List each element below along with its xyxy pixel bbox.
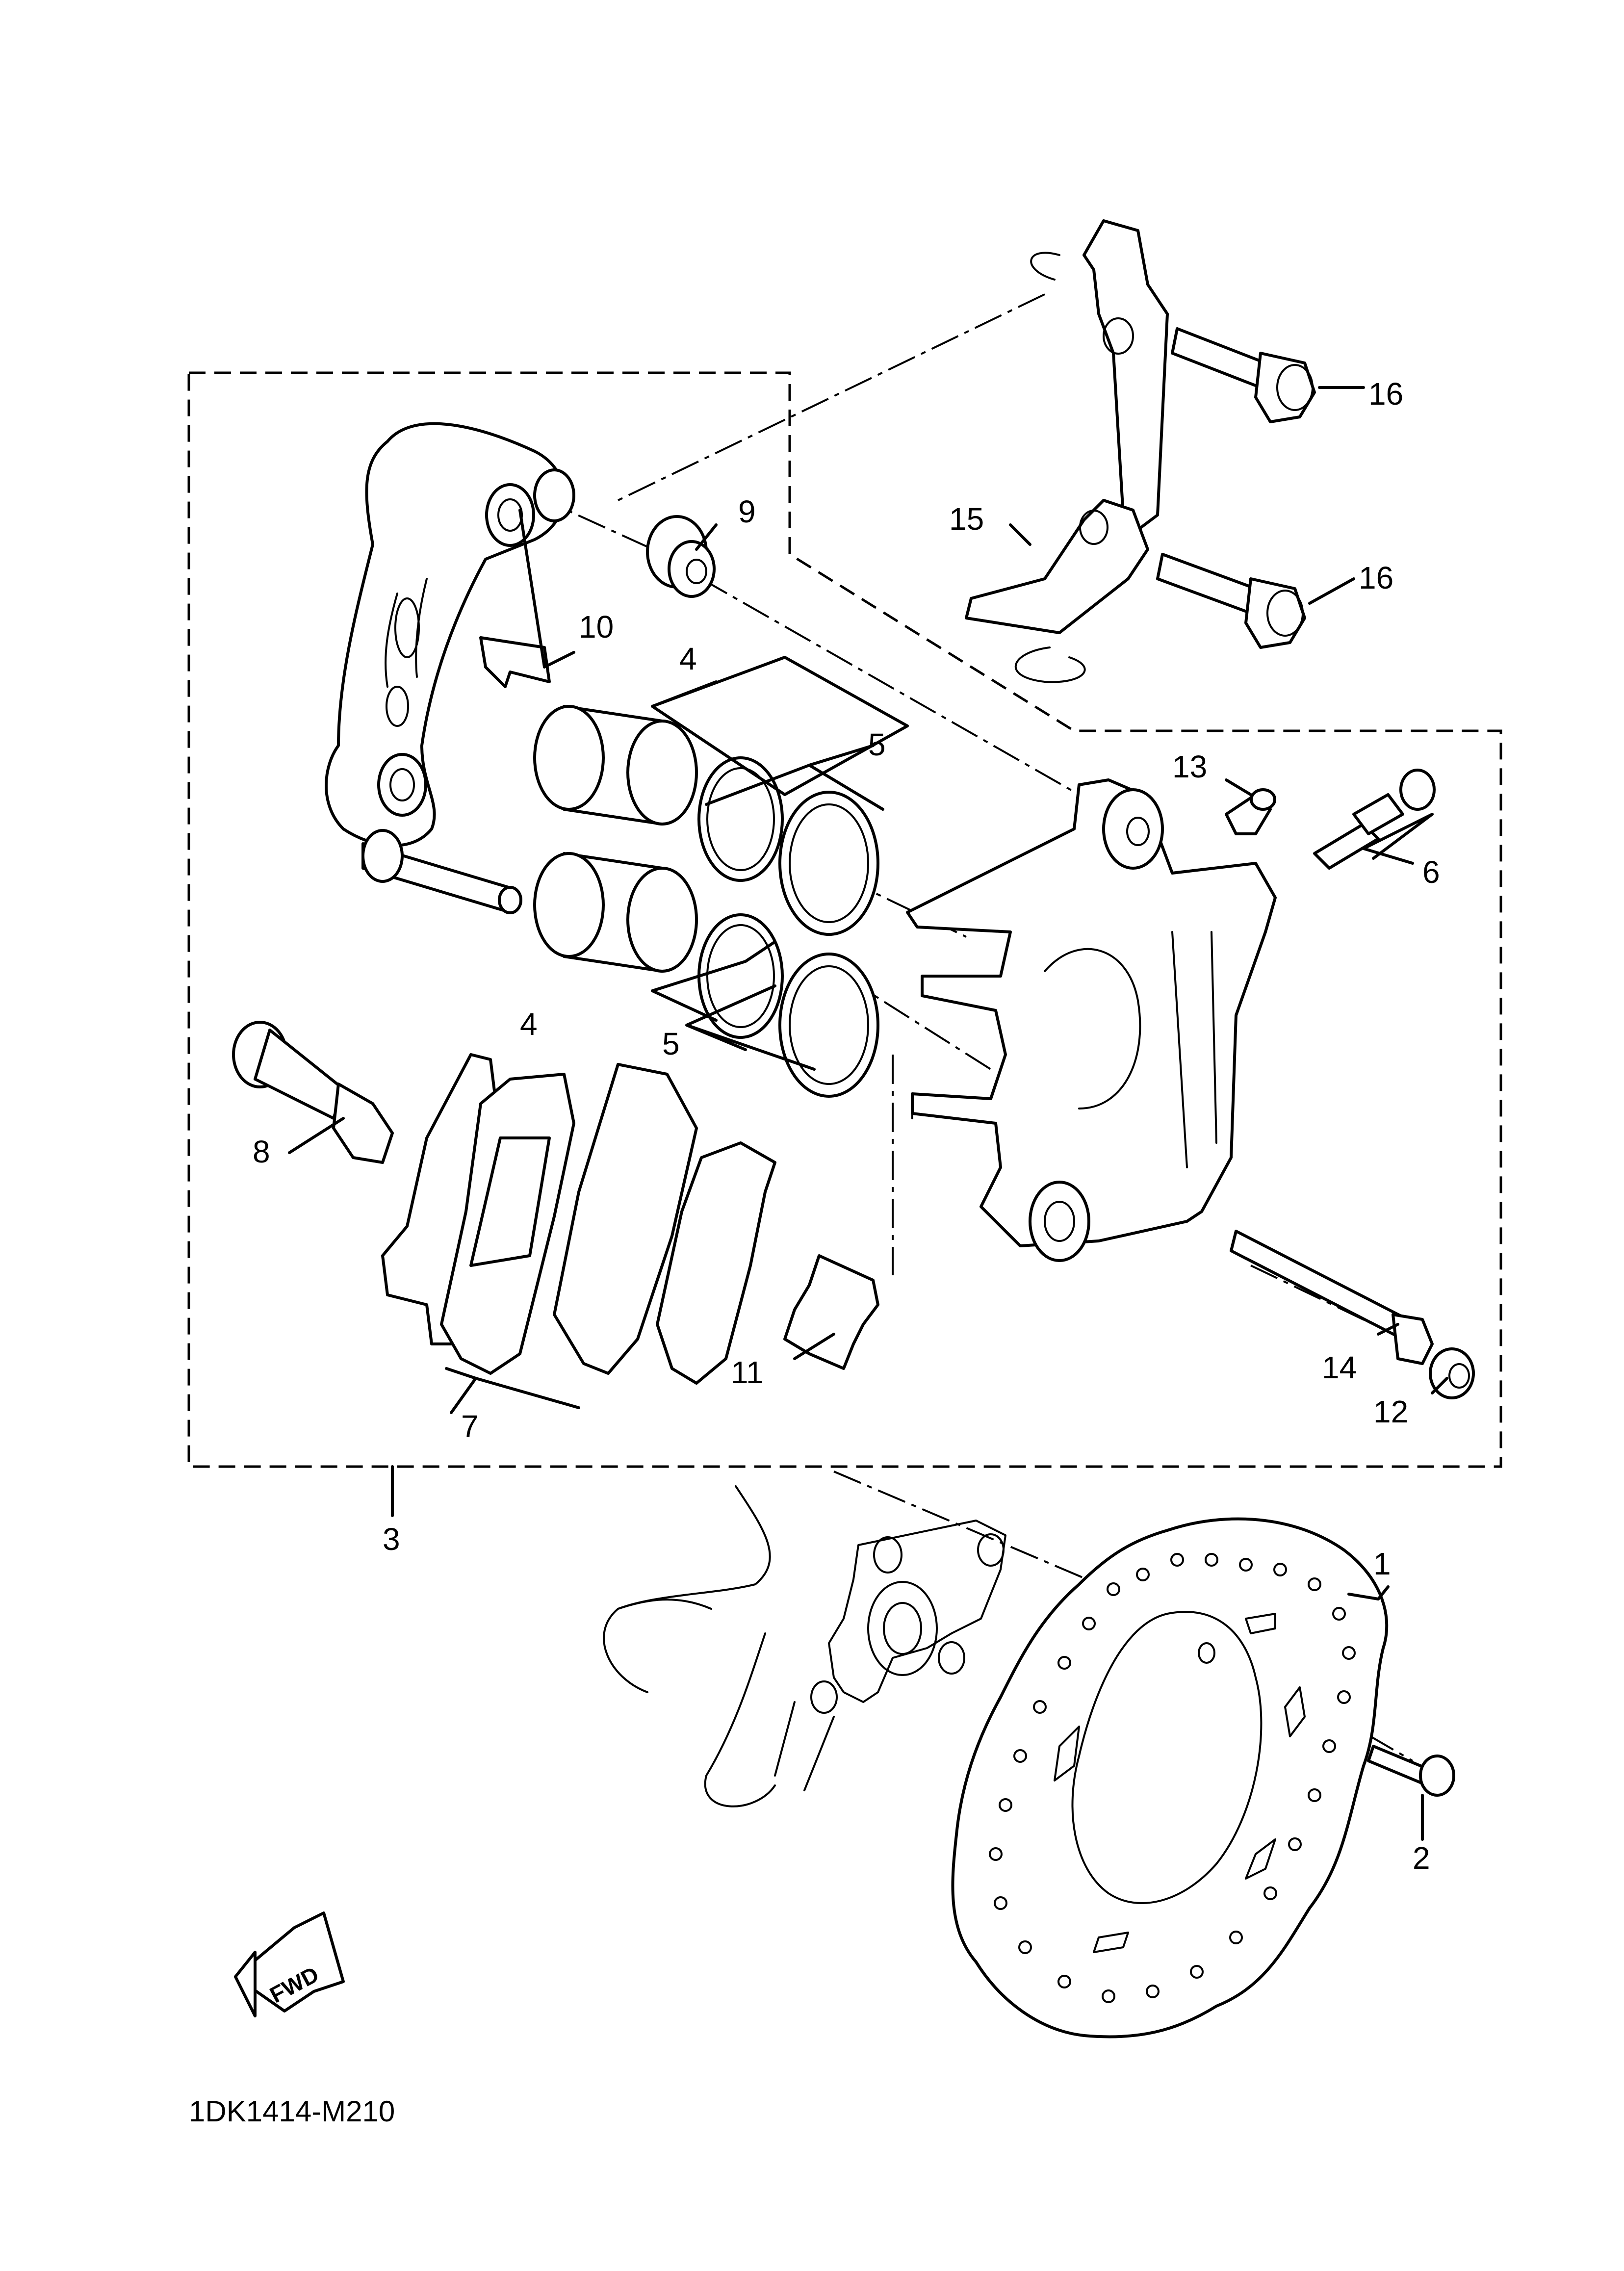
callout-2: 2 — [1413, 1840, 1430, 1876]
piston-seals — [697, 756, 879, 1098]
diagram-code: 1DK1414-M210 — [189, 2095, 395, 2128]
brake-disc — [951, 1517, 1389, 2039]
pin-bolt — [232, 1021, 394, 1164]
callout-5-upper: 5 — [868, 727, 886, 762]
retaining-clip — [479, 636, 551, 688]
wheel-hub — [603, 1485, 1006, 1807]
disc-holes — [989, 1553, 1356, 2003]
callout-11: 11 — [731, 1355, 763, 1390]
callout-12: 12 — [1373, 1394, 1408, 1429]
callout-10: 10 — [579, 609, 614, 645]
callout-1: 1 — [1373, 1546, 1391, 1581]
mount-bolts — [1156, 327, 1316, 649]
callout-16-upper: 16 — [1368, 376, 1403, 412]
callout-7: 7 — [461, 1409, 479, 1444]
callout-14: 14 — [1322, 1350, 1357, 1385]
disc-bolt — [1367, 1745, 1455, 1836]
bushing — [646, 515, 716, 598]
callout-5-lower: 5 — [662, 1026, 680, 1061]
pad-spring — [783, 1254, 879, 1370]
caliper-bracket — [325, 422, 575, 914]
callout-3: 3 — [383, 1522, 400, 1557]
hose-bracket — [965, 219, 1169, 683]
callout-4-lower: 4 — [520, 1006, 538, 1042]
callout-13: 13 — [1172, 749, 1207, 784]
callout-16-lower: 16 — [1359, 560, 1393, 595]
caliper-assembly-boundary — [187, 371, 1502, 1517]
callout-8: 8 — [253, 1134, 270, 1169]
callout-leaders — [288, 386, 1448, 1841]
callout-6: 6 — [1422, 854, 1440, 890]
bleeder-valve — [1313, 769, 1436, 870]
brake-pads — [381, 1053, 776, 1385]
callout-15: 15 — [949, 501, 984, 537]
caliper-body — [906, 778, 1277, 1262]
caliper-pin — [1230, 1230, 1434, 1365]
forward-arrow-icon: FWD — [234, 1911, 345, 2017]
callout-4-upper: 4 — [679, 641, 697, 676]
bleeder-cap — [1225, 788, 1276, 835]
pistons — [533, 705, 698, 973]
callout-labels: 1 2 3 4 4 5 5 6 7 8 9 10 11 12 13 14 15 … — [253, 376, 1440, 1876]
callout-9: 9 — [738, 494, 756, 529]
